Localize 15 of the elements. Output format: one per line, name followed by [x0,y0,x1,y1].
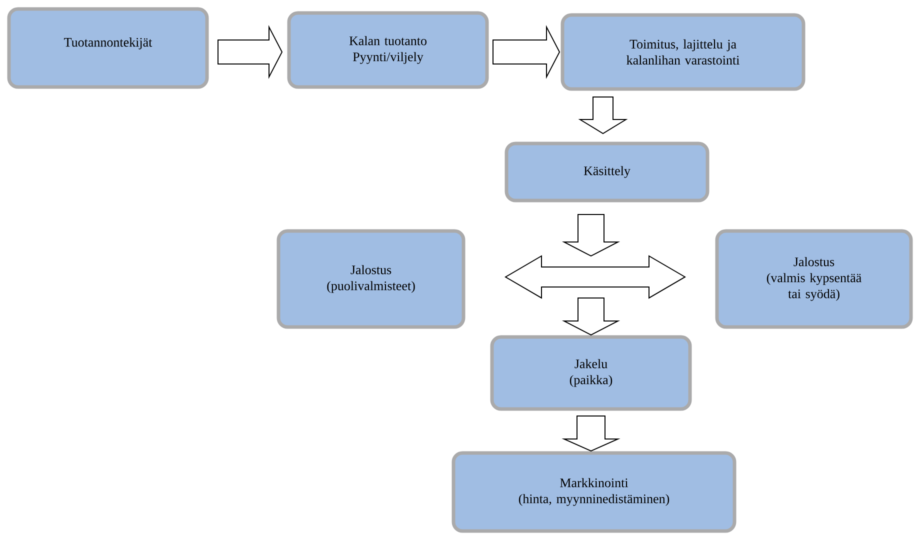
block-arrow [562,298,620,336]
block-arrow [562,416,620,452]
block-arrow [504,255,686,299]
block-arrow [218,24,283,80]
process-box: Markkinointi (hinta, myynninedistäminen) [452,451,736,533]
process-box: Tuotannontekijät [7,7,209,89]
process-box: Käsittely [504,142,710,202]
process-box: Kalan tuotanto Pyynti/viljely [287,11,489,89]
process-box: Toimitus, lajittelu ja kalanlihan varastointi [560,13,806,91]
process-box: Jalostus (puolivalmisteet) [276,229,466,329]
block-arrow [562,214,620,257]
block-arrow [492,24,560,80]
process-box: Jalostus (valmis kypsentää tai syödä) [715,229,913,329]
process-box: Jakelu (paikka) [490,335,692,411]
block-arrow [578,96,628,134]
